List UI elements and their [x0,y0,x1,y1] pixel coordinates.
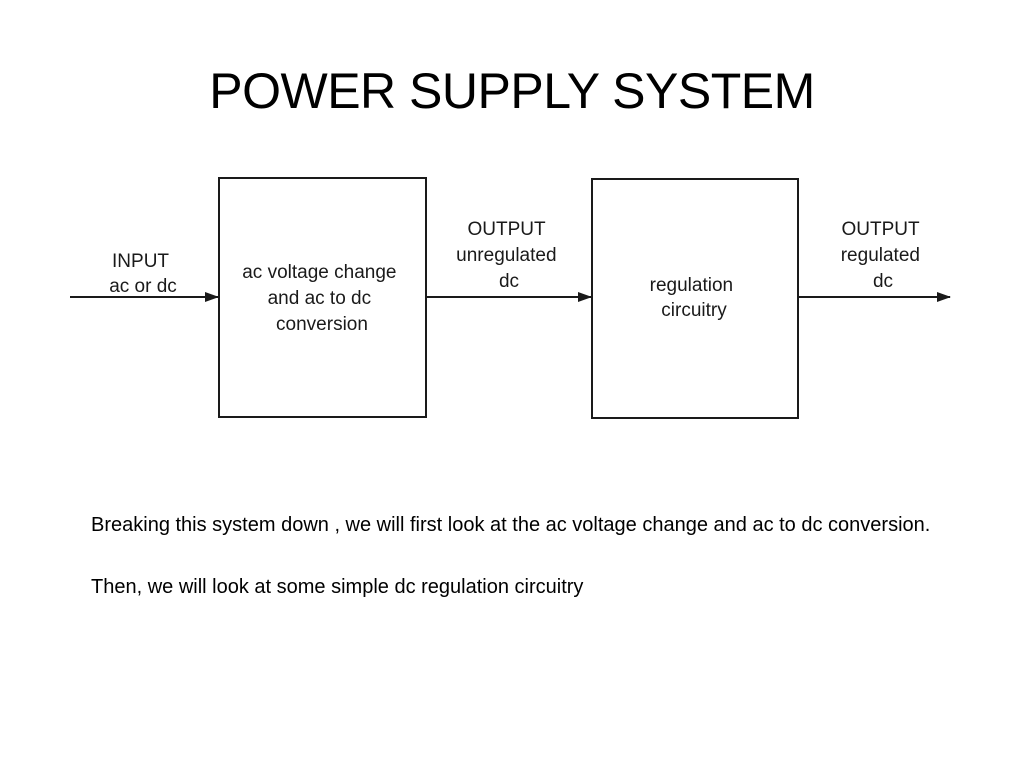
regulated-output-label: OUTPUT regulated dc [841,219,926,292]
body-paragraph: Then, we will look at some simple dc reg… [91,576,584,598]
regulation-block-label-line: regulation [650,275,733,296]
power-supply-block-diagram: INPUT ac or dc ac voltage change and ac … [70,177,951,419]
slide-title: POWER SUPPLY SYSTEM [209,63,815,119]
body-paragraph: Breaking this system down , we will firs… [91,514,931,536]
input-label: INPUT ac or dc [109,251,177,297]
conversion-block-label-line: ac voltage change [242,262,396,283]
input-label-line: ac or dc [109,276,177,297]
regulation-block-label-line: circuitry [661,300,727,321]
slide-body: Breaking this system down , we will firs… [91,510,971,634]
regulated-output-label-line: OUTPUT [841,219,920,240]
conversion-block-label-line: conversion [276,314,368,335]
regulation-block [591,178,799,419]
unregulated-output-label: OUTPUT unregulated dc [456,219,562,292]
regulation-block-label: regulation circuitry [650,275,739,321]
unregulated-output-label-line: unregulated [456,245,556,266]
regulated-output-label-line: regulated [841,245,920,266]
input-label-line: INPUT [112,251,169,272]
conversion-block-label-line: and ac to dc [268,288,372,309]
unregulated-output-label-line: OUTPUT [467,219,546,240]
unregulated-output-label-line: dc [499,271,519,292]
conversion-block [218,177,427,418]
conversion-block-label: ac voltage change and ac to dc conversio… [242,262,402,335]
regulated-output-label-line: dc [873,271,893,292]
